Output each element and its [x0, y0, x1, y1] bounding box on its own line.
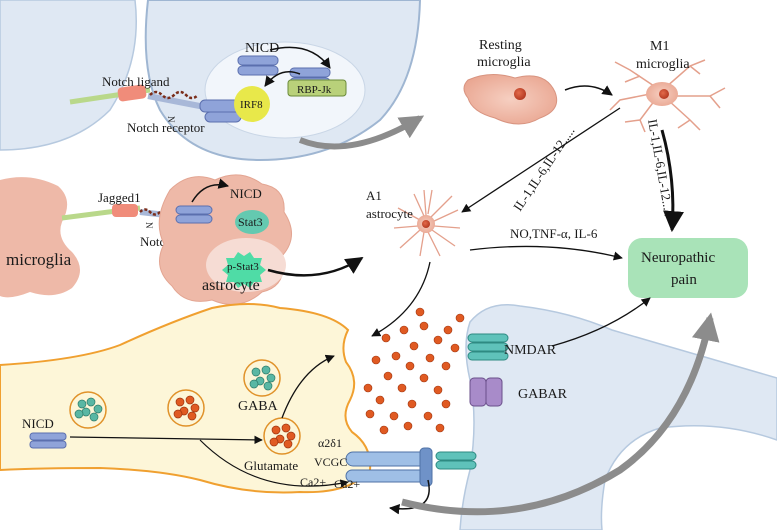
nicd-top-label: NICD: [245, 41, 279, 56]
notch-ligand-label: Notch ligand: [102, 74, 170, 89]
arrow-resting-to-m1: [564, 85, 613, 96]
stat3-label: Stat3: [238, 215, 263, 229]
arrow-notch1-to-nicd: [191, 178, 230, 203]
vcgc-partner: [435, 451, 477, 470]
jagged1-notch1: [61, 204, 176, 221]
cytokines-diagonal-label: IL-1,IL-6,IL-12.....: [510, 124, 578, 214]
m1-microglia-cell: [609, 59, 726, 133]
nicd-bottom-label: NICD: [22, 416, 54, 431]
notch-ligand-receptor: [69, 84, 243, 123]
neuropathic-pain-box: [628, 238, 748, 298]
arrow-m1-to-pain: [660, 129, 684, 233]
irf8-label: IRF8: [240, 99, 263, 111]
gaba-label: GABA: [238, 399, 279, 414]
neuropathic-label-2: pain: [671, 272, 697, 288]
stat3-node: [235, 210, 269, 234]
arrow-nicd-to-glutamate: [69, 435, 263, 445]
jagged1-label: Jagged1: [98, 190, 141, 205]
gabar-label: GABAR: [518, 387, 568, 402]
microglia-label: microglia: [6, 250, 72, 269]
nmdar-receptor: [467, 333, 509, 361]
m1-microglia-label-2: microglia: [636, 57, 690, 72]
vcgc-label: VCGC: [314, 455, 347, 469]
resting-microglia-cell: [463, 74, 558, 125]
arrow-a1-to-synapse: [371, 261, 431, 337]
grey-arrow-to-resting: [298, 115, 425, 150]
vesicle-red-1: [167, 389, 205, 427]
arrow-pstat3-to-a1: [267, 256, 364, 277]
synaptic-cleft-glutamate: [363, 307, 465, 435]
a1-astrocyte-cell: [393, 189, 461, 257]
arrow-nicd-to-rbpjk: [269, 46, 331, 69]
glutamate-label: Glutamate: [244, 458, 298, 473]
a1-astrocyte-label-2: astrocyte: [366, 206, 413, 221]
nicd-bottom-complex: [29, 432, 67, 449]
neuropathic-label-1: Neuropathic: [641, 250, 715, 266]
vesicle-gaba: [243, 359, 281, 397]
arrow-nicd-to-vcgc: [199, 439, 349, 488]
microglia-cell-left: [0, 177, 80, 298]
top-left-cell: [0, 0, 138, 151]
n-top-label: N: [166, 116, 176, 123]
gabar-receptor: [469, 377, 503, 407]
a2d1-label: α2δ1: [318, 436, 342, 450]
rbpjk-node: [287, 79, 347, 97]
irf8-node: [234, 86, 270, 122]
astrocyte-label: astrocyte: [202, 277, 260, 294]
a1-astrocyte-nucleus: [422, 220, 430, 228]
arrow-nmdar-to-pain: [551, 297, 651, 347]
m1-microglia-label-1: M1: [650, 39, 669, 54]
ca2-label-b: Ca2+: [334, 477, 360, 491]
grey-arrow-to-pain: [401, 312, 720, 516]
nicd-mid-complex: [175, 205, 213, 224]
no-tnf-label: NO,TNF-α, IL-6: [510, 226, 598, 241]
n-mid-label: N: [144, 222, 154, 229]
resting-microglia-label-2: microglia: [477, 55, 531, 70]
arrow-rbpjk-to-irf8: [264, 71, 301, 87]
arrow-m1-to-a1: [461, 107, 621, 213]
resting-microglia-label-1: Resting: [479, 38, 522, 53]
pstat3-node: [222, 252, 266, 288]
arrow-gaba-to-cleft: [281, 354, 335, 419]
pstat3-label: p-Stat3: [227, 261, 259, 273]
ca2-label-a: Ca2+: [300, 475, 326, 489]
a1-astrocyte-label-1: A1: [366, 188, 382, 203]
nmdar-label: NMDAR: [504, 343, 557, 358]
arrow-a1-to-pain: [469, 245, 623, 261]
rbpjk-label: RBP-Jk: [297, 84, 332, 96]
vesicle-glutamate: [263, 417, 301, 455]
nicd-mid-label: NICD: [230, 186, 262, 201]
vcgc-channel: [345, 447, 433, 487]
vesicle-teal-1: [69, 391, 107, 429]
notch-receptor-label: Notch receptor: [127, 120, 205, 135]
cytokines-right-label: IL-1,IL-6,IL-12.....: [645, 118, 677, 218]
